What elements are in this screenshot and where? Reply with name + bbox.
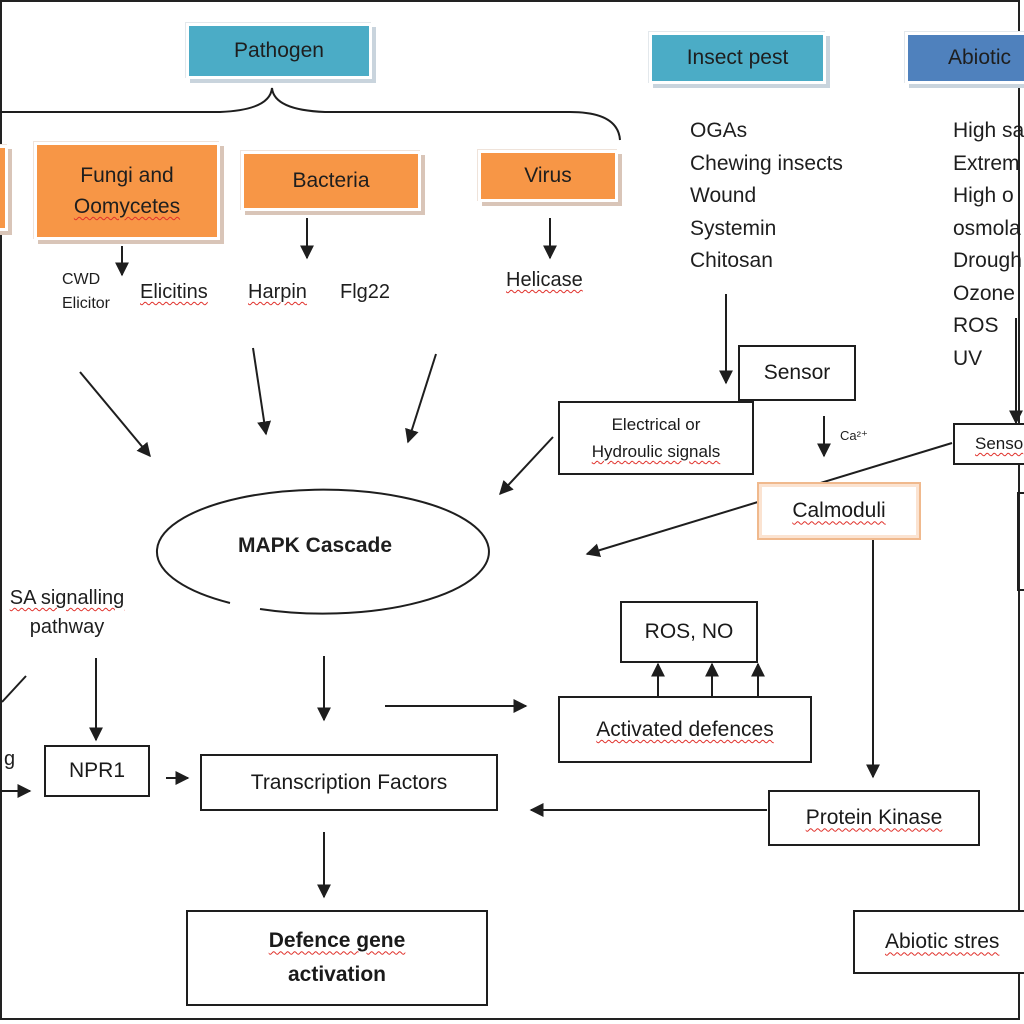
sa-line-2: pathway bbox=[29, 616, 105, 638]
arrow-to-mapk-2 bbox=[252, 347, 272, 436]
pathogen-header: Pathogen bbox=[186, 23, 372, 79]
abiotic-item: High sa bbox=[953, 119, 1024, 142]
arrow-to-mapk-3 bbox=[405, 353, 437, 444]
flg22-text: Flg22 bbox=[340, 281, 391, 303]
activated-defences-box: Activated defences bbox=[558, 696, 812, 763]
electrical-signals-box: Electrical or Hydroulic signals bbox=[558, 401, 754, 475]
bacteria-label: Bacteria bbox=[292, 169, 370, 193]
defence-gene-box: Defence gene activation bbox=[186, 910, 488, 1006]
abiotic-stress-label: Abiotic stres bbox=[885, 930, 1000, 954]
fungi-line-2: Oomycetes bbox=[73, 195, 181, 218]
abiotic-stimulus-list: High sa Extrem High o osmola Drough Ozon… bbox=[953, 115, 1024, 375]
harpin-text: Harpin bbox=[248, 281, 307, 303]
fungi-line-1: Fungi and bbox=[80, 163, 174, 187]
virus-label: Virus bbox=[524, 164, 572, 188]
insect-pest-label: Insect pest bbox=[686, 46, 789, 70]
calmodulin-box: Calmoduli bbox=[757, 482, 921, 540]
partial-box-right bbox=[1017, 492, 1024, 591]
fungi-oomycetes-box: Fungi and Oomycetes bbox=[34, 142, 220, 240]
electrical-line-1: Electrical or bbox=[611, 414, 701, 434]
cwd-elicitor-text: CWD Elicitor bbox=[62, 268, 110, 316]
abiotic-label: Abiotic bbox=[948, 46, 1012, 70]
activated-defences-label: Activated defences bbox=[596, 717, 774, 741]
sa-pathway-text: SA signalling pathway bbox=[0, 584, 142, 642]
cwd-line-1: CWD bbox=[62, 271, 101, 288]
npr1-box: NPR1 bbox=[44, 745, 150, 797]
left-partial-orange bbox=[0, 145, 8, 231]
helicase-text: Helicase bbox=[506, 269, 583, 291]
calmodulin-label: Calmoduli bbox=[792, 499, 886, 523]
sensor-label: Sensor bbox=[763, 361, 831, 385]
insect-pest-header: Insect pest bbox=[649, 32, 826, 84]
abiotic-stress-box: Abiotic stres bbox=[853, 910, 1024, 974]
partial-diagonal bbox=[1, 675, 27, 703]
arrow-to-mapk-1 bbox=[79, 371, 151, 458]
transcription-factors-box: Transcription Factors bbox=[200, 754, 498, 811]
npr1-label: NPR1 bbox=[68, 759, 126, 783]
protein-kinase-box: Protein Kinase bbox=[768, 790, 980, 846]
mapk-ellipse bbox=[155, 488, 490, 615]
abiotic-item: ROS bbox=[953, 314, 999, 337]
abiotic-item: High o bbox=[953, 184, 1014, 207]
protein-kinase-label: Protein Kinase bbox=[805, 806, 943, 830]
transcription-factors-label: Transcription Factors bbox=[250, 770, 448, 794]
defence-line-1: Defence gene bbox=[268, 929, 406, 953]
ros-no-box: ROS, NO bbox=[620, 601, 758, 663]
abiotic-item: UV bbox=[953, 346, 983, 370]
elicitins-text: Elicitins bbox=[140, 281, 208, 303]
virus-box: Virus bbox=[478, 150, 618, 202]
abiotic-item: Extrem bbox=[953, 151, 1020, 175]
defence-line-2: activation bbox=[287, 963, 387, 986]
abiotic-sensor-box: Senso bbox=[953, 423, 1024, 465]
insect-item: Chitosan bbox=[690, 249, 773, 272]
calcium-label: Ca²⁺ bbox=[840, 428, 868, 443]
insect-item: Wound bbox=[690, 184, 757, 207]
abiotic-sensor-label: Senso bbox=[975, 433, 1024, 453]
bacteria-box: Bacteria bbox=[241, 151, 421, 211]
pathogen-brace bbox=[0, 87, 621, 141]
insect-item: Chewing insects bbox=[690, 151, 843, 175]
insect-item: OGAs bbox=[690, 119, 748, 142]
abiotic-header: Abiotic bbox=[905, 32, 1024, 84]
electrical-line-2: Hydroulic signals bbox=[591, 442, 721, 461]
arrow-electrical-mapk bbox=[499, 436, 554, 496]
insect-stimulus-list: OGAs Chewing insects Wound Systemin Chit… bbox=[690, 115, 843, 278]
cwd-line-2: Elicitor bbox=[62, 295, 111, 312]
mapk-cascade-label: MAPK Cascade bbox=[238, 534, 393, 557]
sa-line-1: SA signalling bbox=[9, 587, 125, 609]
ros-no-label: ROS, NO bbox=[644, 620, 734, 644]
left-partial-label: g bbox=[4, 748, 16, 770]
sensor-box: Sensor bbox=[738, 345, 856, 401]
abiotic-item: Ozone bbox=[953, 281, 1015, 305]
insect-item: Systemin bbox=[690, 216, 777, 240]
pathogen-label: Pathogen bbox=[234, 39, 324, 63]
abiotic-item: Drough bbox=[953, 249, 1022, 272]
abiotic-item: osmola bbox=[953, 216, 1021, 240]
